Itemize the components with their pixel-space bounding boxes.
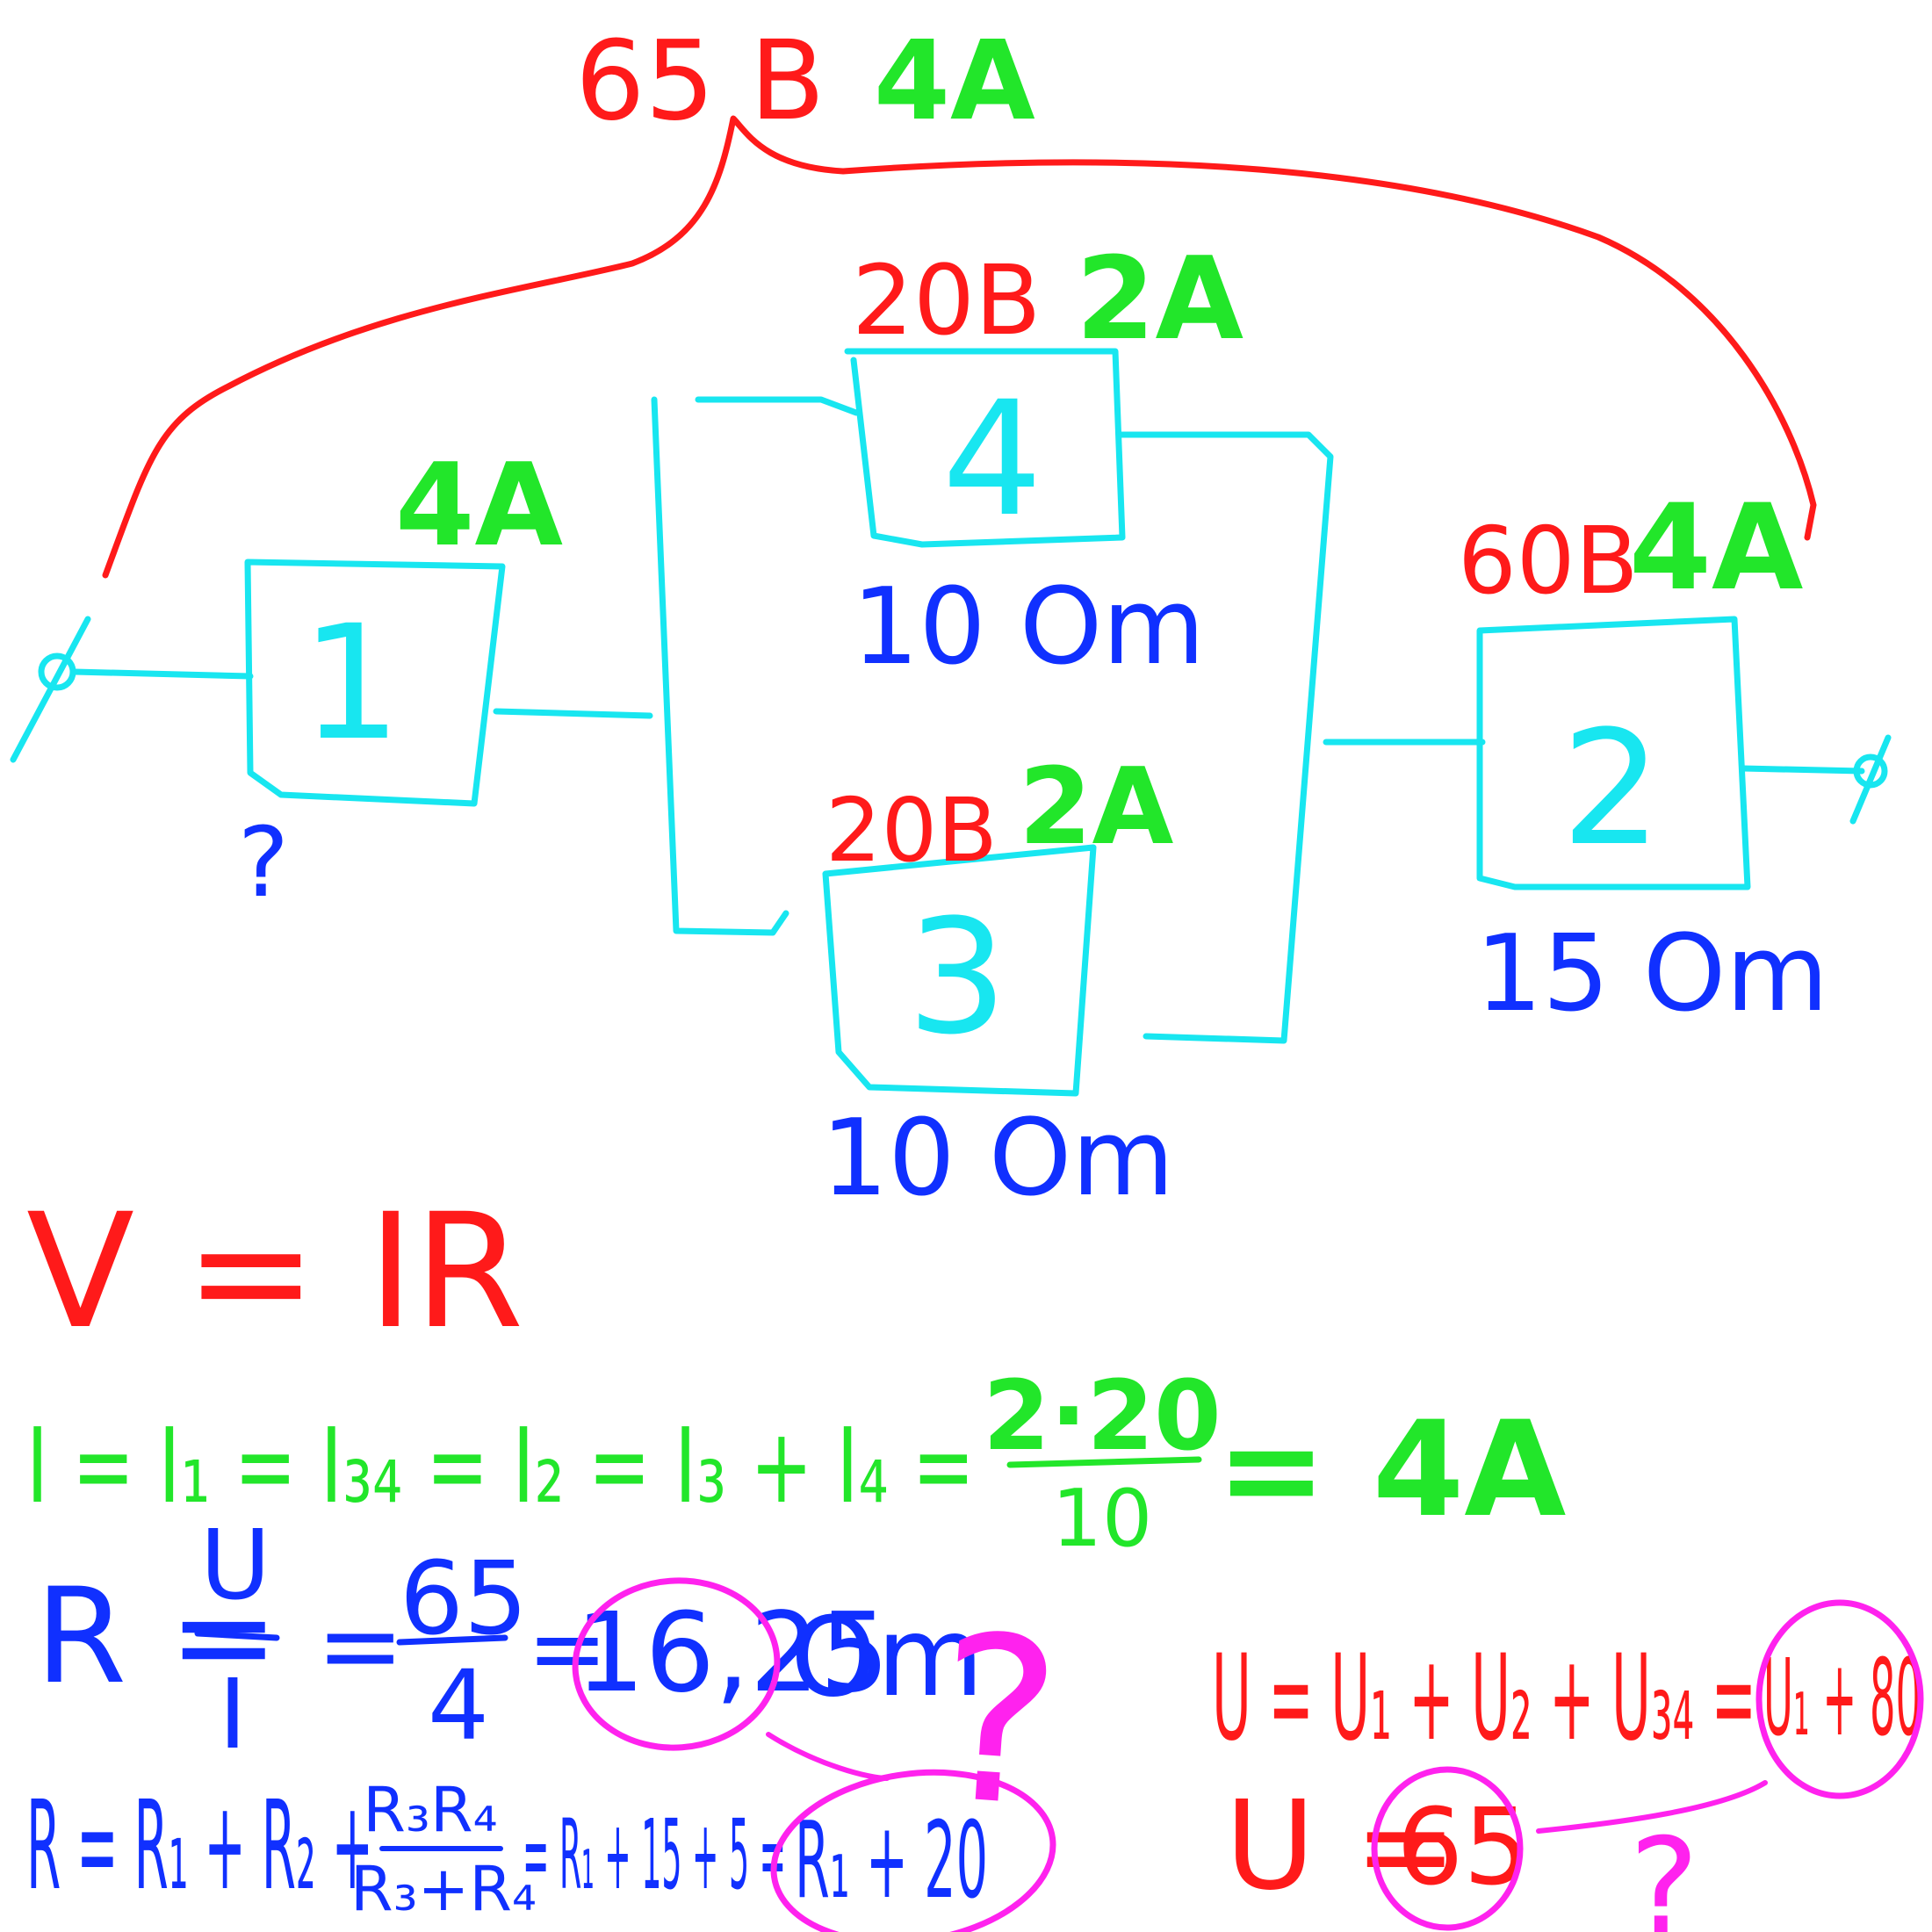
formula-r-sum-result: R₁ + 20 bbox=[795, 1800, 988, 1922]
formula-r-sum-numerator: R₃R₄ bbox=[363, 1774, 497, 1846]
formula-r-sum-rhs: = R₁ + 15 + 5 = bbox=[523, 1799, 786, 1911]
resistor-r4-box bbox=[844, 348, 1126, 548]
r3-number: 3 bbox=[907, 886, 1008, 1070]
formula-r-sum-lhs: R = R₁ + R₂ + bbox=[26, 1775, 373, 1918]
formula-r-total-eq: = bbox=[316, 1585, 405, 1707]
formula-r-total-fraction-bar bbox=[194, 1630, 280, 1641]
formula-currents-numerator: 2·20 bbox=[983, 1359, 1221, 1472]
formula-r-total-eq2: = bbox=[527, 1592, 608, 1705]
formula-r-sum-denominator: R₃+R₄ bbox=[350, 1853, 537, 1925]
r4-resistance-label: 10 Om bbox=[852, 566, 1205, 688]
right-terminal-slash bbox=[1849, 734, 1892, 825]
r4-voltage-label: 20B bbox=[852, 244, 1041, 357]
formula-r-total-numerator: U bbox=[200, 1509, 271, 1621]
r3-resistance-label: 10 Om bbox=[821, 1098, 1174, 1220]
total-voltage-brace bbox=[102, 115, 1817, 579]
r2-current-label: 4A bbox=[1629, 479, 1803, 616]
resistor-numbers: 1 4 3 2 bbox=[301, 368, 1662, 1070]
r4-current-label: 2A bbox=[1076, 232, 1244, 365]
highlight-connector-v bbox=[1536, 1780, 1768, 1834]
formula-r-total-result: 16,25 bbox=[575, 1590, 890, 1717]
highlight-v-total-result bbox=[1371, 1766, 1524, 1931]
r3-voltage-label: 20B bbox=[825, 779, 998, 882]
total-voltage-label: 65 B bbox=[575, 18, 825, 145]
formula-currents: I = I₁ = I₃₄ = I₂ = I₃ + I₄ = bbox=[26, 1405, 975, 1526]
formula-ohms-law: V = IR bbox=[26, 1180, 524, 1364]
total-current-label: 4A bbox=[874, 18, 1035, 145]
left-terminal-slash bbox=[10, 616, 91, 763]
circuit-wiring bbox=[10, 348, 1892, 1097]
r2-voltage-label: 60B bbox=[1458, 508, 1639, 615]
highlight-r-total-result bbox=[572, 1577, 781, 1751]
formula-currents-fraction-bar bbox=[1006, 1456, 1202, 1468]
formula-r-total-value-fraction-bar bbox=[396, 1634, 508, 1646]
r1-current-label: 4A bbox=[395, 438, 563, 572]
formula-v-total-lhs: U = bbox=[1225, 1775, 1457, 1918]
wire-left-to-r1 bbox=[71, 668, 254, 680]
formula-r-total-denominator: I bbox=[219, 1658, 247, 1770]
r4-number: 4 bbox=[942, 368, 1043, 551]
question-mark-v: ? bbox=[1629, 1811, 1699, 1932]
formula-r-total-value-denominator: 4 bbox=[428, 1649, 489, 1762]
wire-left-junction bbox=[651, 396, 789, 936]
highlight-connector-r bbox=[766, 1732, 890, 1781]
wire-r1-to-junction bbox=[493, 708, 653, 719]
r3-current-label: 2A bbox=[1019, 746, 1173, 869]
r1-resistance-label: ? bbox=[238, 806, 289, 919]
wire-right-junction bbox=[1116, 431, 1334, 1044]
highlight-v-sum-result bbox=[1755, 1599, 1924, 1799]
formula-r-total-unit: Om bbox=[790, 1594, 984, 1721]
wire-r2-to-right-terminal bbox=[1740, 765, 1865, 775]
r1-number: 1 bbox=[301, 592, 402, 775]
formula-currents-result: = 4A bbox=[1216, 1394, 1566, 1546]
resistor-r1-box bbox=[244, 559, 506, 807]
resistor-r3-box bbox=[822, 844, 1097, 1097]
formula-currents-denominator: 10 bbox=[1052, 1473, 1153, 1565]
resistor-r2-box bbox=[1476, 616, 1751, 890]
formula-v-sum-result: U₁ + 80 bbox=[1763, 1638, 1921, 1760]
formula-v-sum-lhs: U = U₁ + U₂ + U₃₄ = bbox=[1212, 1629, 1756, 1767]
r2-number: 2 bbox=[1561, 697, 1662, 881]
highlight-r-sum-result bbox=[770, 1769, 1056, 1932]
wire-junction-to-r4 bbox=[695, 396, 860, 416]
r2-resistance-label: 15 Om bbox=[1475, 913, 1828, 1035]
